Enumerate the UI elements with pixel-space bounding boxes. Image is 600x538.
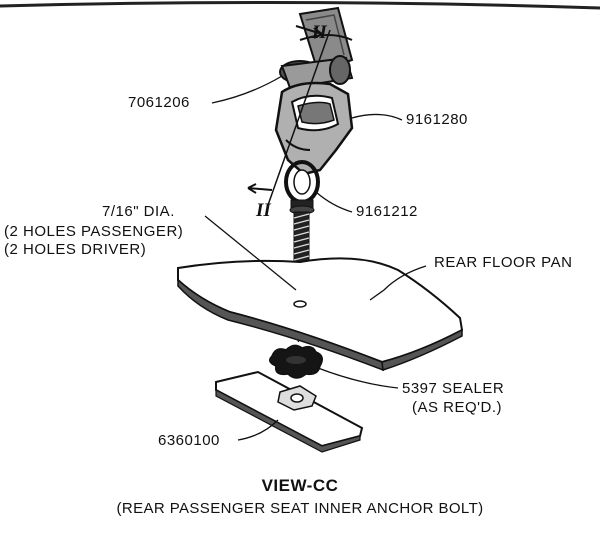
callout-sealer-req: (AS REQ'D.) — [412, 399, 503, 416]
section-mark-top: II — [312, 22, 327, 43]
callout-6360100: 6360100 — [158, 432, 220, 449]
leader-lines — [204, 75, 427, 441]
section-mark-bottom: II — [256, 200, 271, 221]
callout-sealer: 5397 SEALER — [402, 380, 505, 397]
bolt-hole — [293, 300, 307, 308]
reinforcement-plate-6360100 — [215, 370, 364, 453]
sealer-5397 — [269, 344, 323, 379]
swivel-eye-9161212 — [284, 160, 320, 215]
callout-holes-passenger: (2 HOLES PASSENGER) — [4, 223, 184, 240]
view-description: (REAR PASSENGER SEAT INNER ANCHOR BOLT) — [116, 500, 484, 517]
leader-9161280 — [351, 113, 403, 121]
callout-rear-floor-pan: REAR FLOOR PAN — [434, 254, 573, 271]
section-line — [247, 25, 331, 206]
callout-9161280: 9161280 — [406, 111, 468, 128]
rear-floor-pan — [177, 257, 464, 372]
anchor-plate-9161280 — [274, 81, 354, 176]
callout-hole-dia: 7/16" DIA. — [102, 203, 175, 220]
callout-7061206: 7061206 — [128, 94, 190, 111]
callout-holes-driver: (2 HOLES DRIVER) — [4, 241, 147, 258]
callout-9161212: 9161212 — [356, 203, 418, 220]
view-title: VIEW-CC — [261, 476, 339, 495]
top-border — [0, 0, 600, 10]
retainer-7061206 — [279, 55, 354, 90]
